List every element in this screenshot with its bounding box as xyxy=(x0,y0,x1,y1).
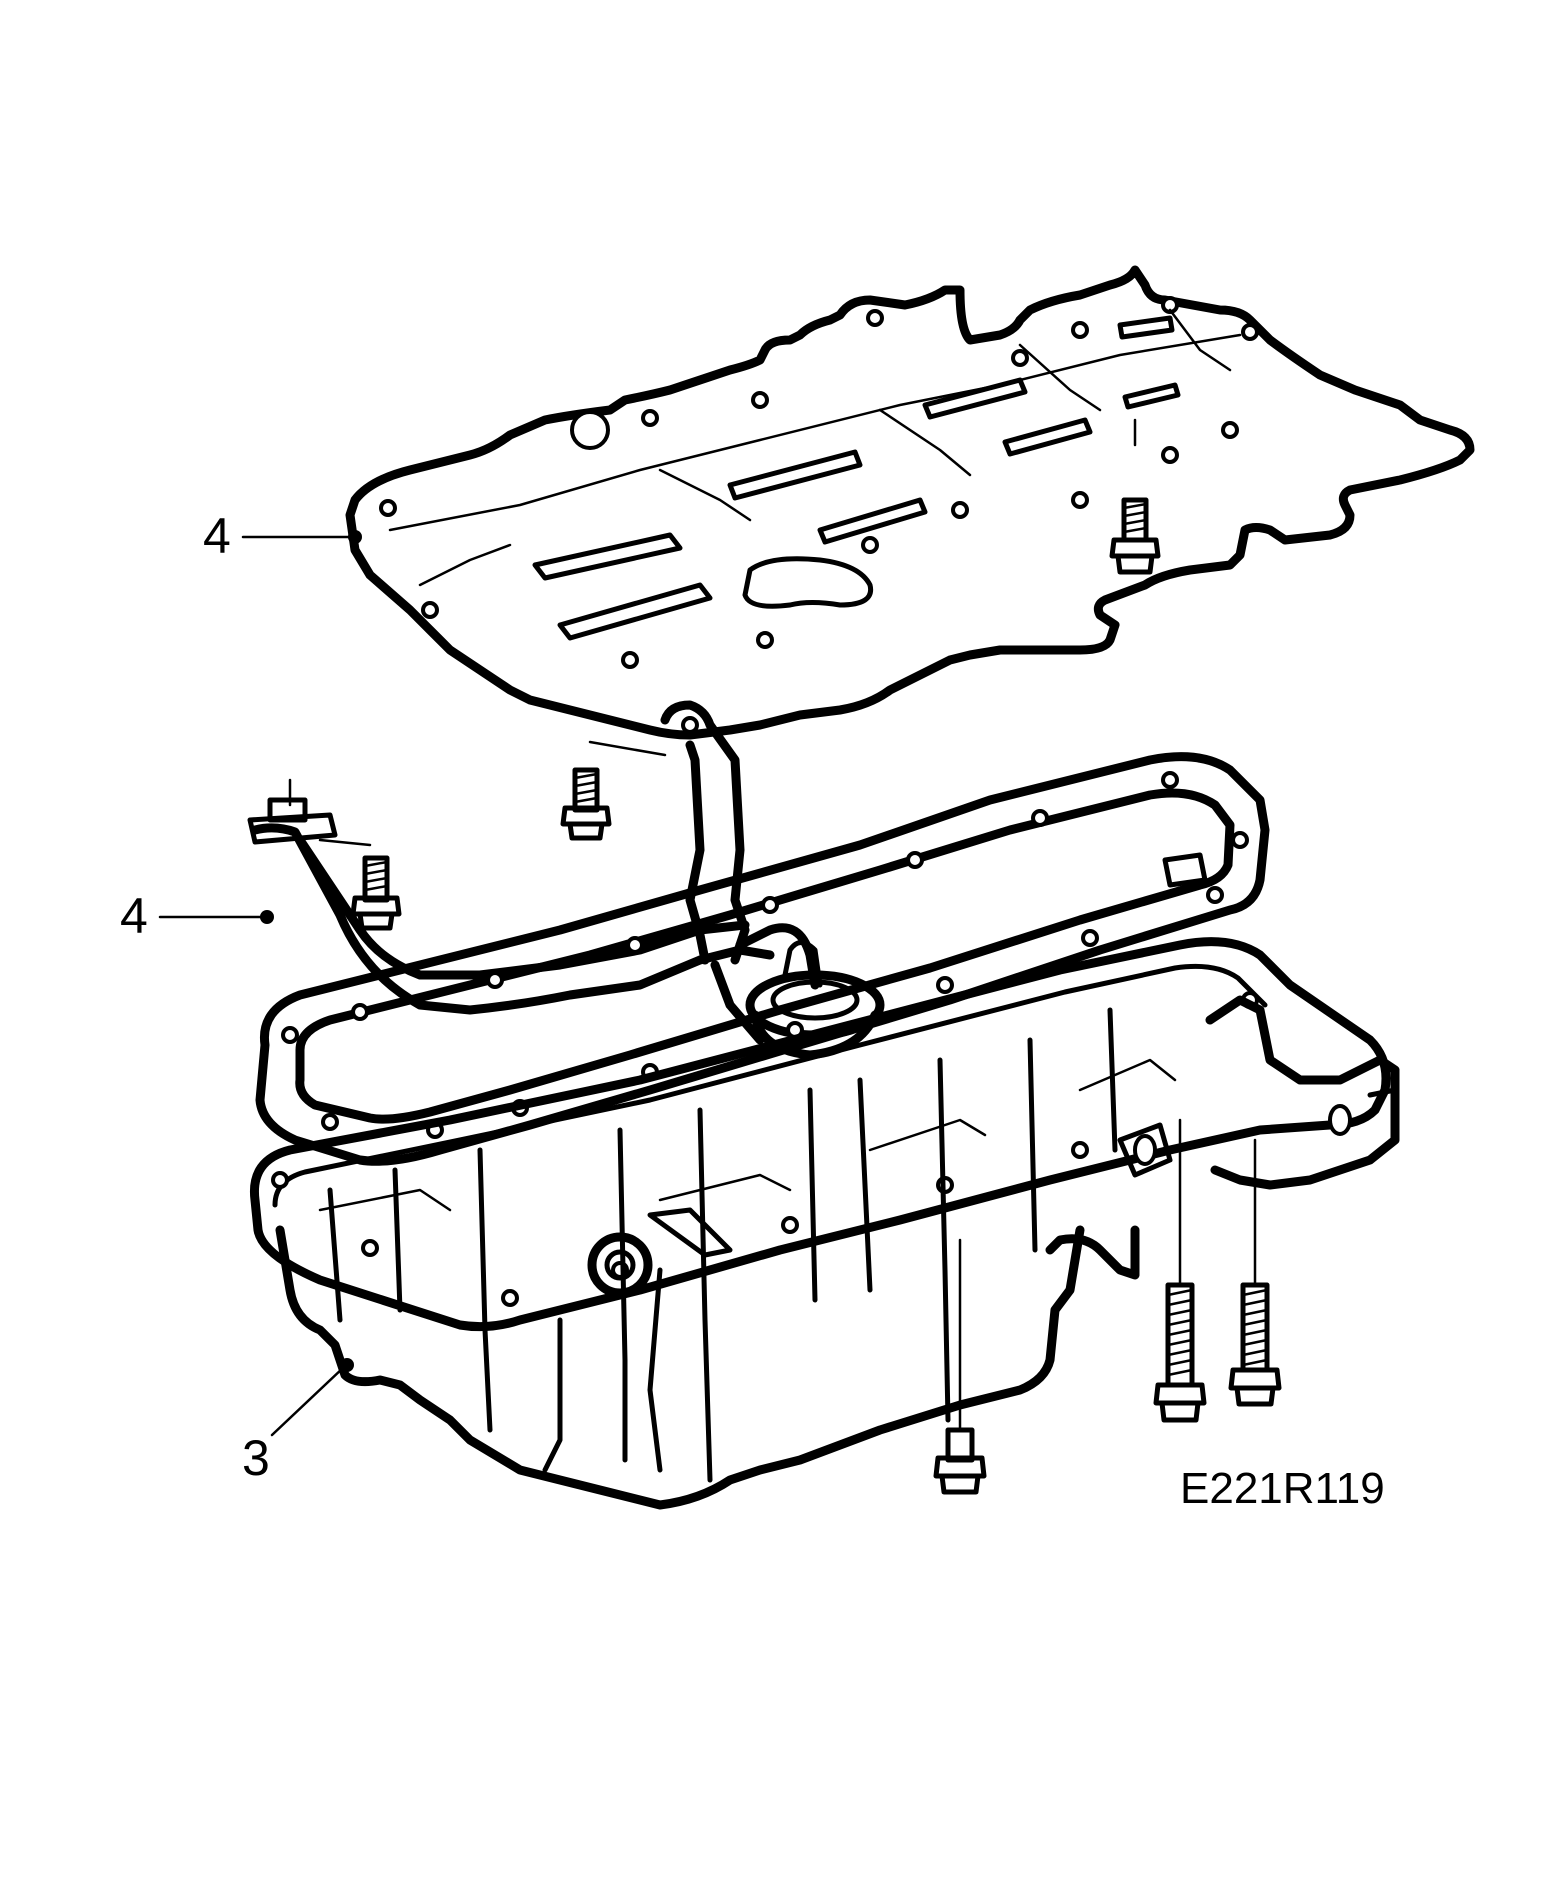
pipe-bolt-center xyxy=(560,740,667,841)
baffle-bolt xyxy=(1109,418,1161,575)
pan-bolt-center xyxy=(933,1238,987,1495)
baffle-plate xyxy=(345,265,1475,740)
oil-pan xyxy=(249,937,1400,1510)
callout-label: 4 xyxy=(203,508,231,564)
callout-oil-pan: 3 xyxy=(242,1358,354,1486)
callout-label: 4 xyxy=(120,888,148,944)
callout-baffle-plate: 4 xyxy=(203,508,362,564)
figure-code: E221R119 xyxy=(1180,1464,1385,1513)
oil-pickup-pipe xyxy=(247,700,885,1060)
pan-bolt-long-left xyxy=(1153,1118,1207,1423)
pipe-bolt-left xyxy=(318,838,402,931)
callout-label: 3 xyxy=(242,1430,270,1486)
callout-oil-pickup-pipe: 4 xyxy=(120,888,274,944)
pan-bolt-long-right xyxy=(1228,1138,1282,1407)
